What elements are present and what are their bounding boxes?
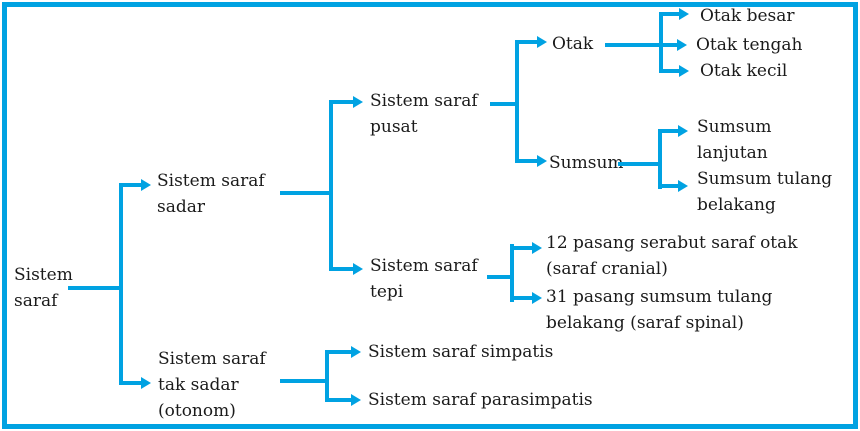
connector-tepi-stub (487, 275, 514, 279)
node-sistem-saraf-parasimpatis: Sistem saraf parasimpatis (368, 390, 593, 410)
node-sistem-saraf-simpatis: Sistem saraf simpatis (368, 342, 554, 362)
arrow-to-simpatis (327, 350, 351, 354)
connector-tepi-branch (510, 244, 514, 302)
connector-pusat-branch (515, 40, 519, 163)
node-sumsum: Sumsum (549, 153, 624, 173)
arrow-to-tak-sadar (121, 381, 141, 385)
node-otak-kecil: Otak kecil (700, 61, 788, 81)
connector-sadar-branch (329, 100, 333, 271)
node-otak-tengah: Otak tengah (696, 35, 803, 55)
arrow-to-otak-tengah (661, 43, 677, 47)
connector-root-branch (119, 183, 123, 385)
node-saraf-spinal: 31 pasang sumsum tulang belakang (saraf … (546, 287, 773, 333)
arrow-to-tepi (331, 267, 353, 271)
connector-sadar-stub (280, 191, 331, 195)
arrow-to-saraf-spinal (512, 296, 532, 300)
connector-pusat-stub (490, 102, 518, 106)
arrow-to-saraf-cranial (512, 246, 532, 250)
node-sistem-saraf-pusat: Sistem saraf pusat (370, 91, 478, 137)
connector-root-stub (68, 286, 121, 290)
node-sistem-saraf-tak-sadar: Sistem saraf tak sadar (otonom) (158, 349, 266, 421)
node-saraf-cranial: 12 pasang serabut saraf otak (saraf cran… (546, 233, 798, 279)
node-sistem-saraf: Sistem saraf (14, 265, 73, 311)
arrow-to-otak-kecil (661, 69, 679, 73)
arrow-to-sumsum (517, 159, 537, 163)
node-sistem-saraf-sadar: Sistem saraf sadar (157, 171, 265, 217)
connector-sumsum-stub (618, 162, 661, 166)
arrow-to-otak (517, 40, 537, 44)
arrow-to-pusat (331, 100, 353, 104)
node-sistem-saraf-tepi: Sistem saraf tepi (370, 256, 478, 302)
connector-otak-stub (605, 43, 661, 47)
arrow-to-sumsum-tulang-belakang (660, 184, 678, 188)
node-sumsum-lanjutan: Sumsum lanjutan (697, 117, 772, 163)
connector-sumsum-branch (658, 129, 662, 189)
connector-tak-sadar-stub (280, 379, 327, 383)
arrow-to-sadar (121, 183, 141, 187)
arrow-to-parasimpatis (327, 398, 351, 402)
node-otak-besar: Otak besar (700, 6, 795, 26)
arrow-to-otak-besar (661, 12, 679, 16)
node-otak: Otak (552, 34, 594, 54)
node-sumsum-tulang-belakang: Sumsum tulang belakang (697, 169, 833, 215)
arrow-to-sumsum-lanjutan (660, 129, 678, 133)
connector-tak-sadar-branch (325, 350, 329, 402)
